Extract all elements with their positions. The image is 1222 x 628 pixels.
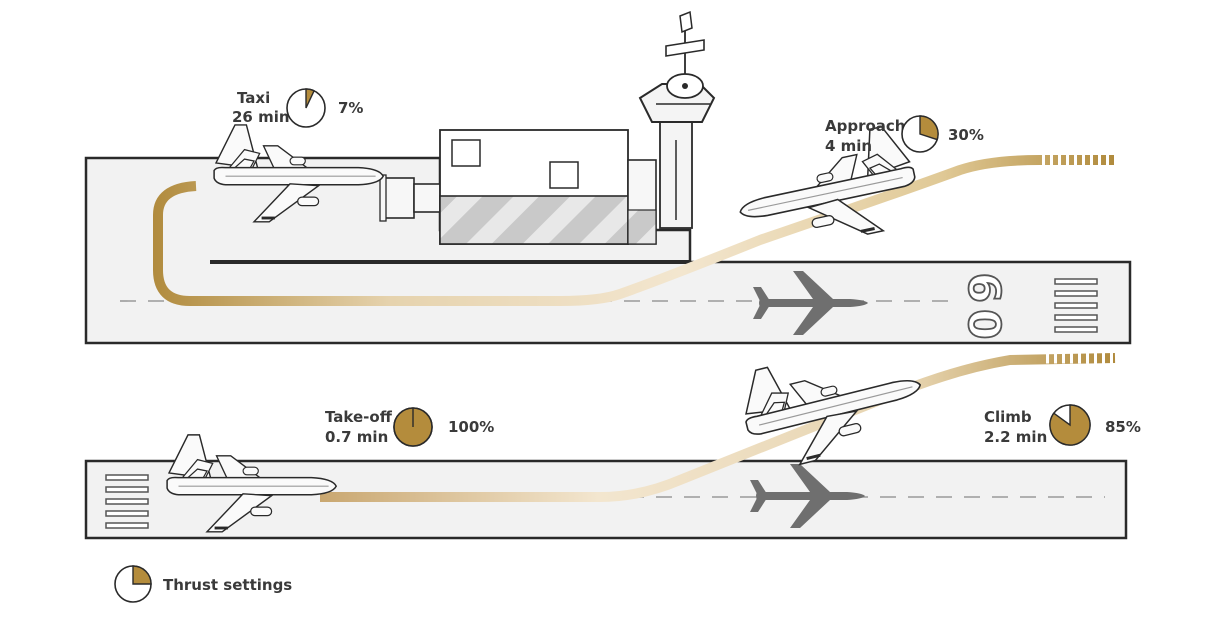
terminal-building xyxy=(379,129,657,245)
climb-duration: 2.2 min xyxy=(984,428,1047,446)
taxi-thrust: 7% xyxy=(338,99,363,117)
takeoff-thrust-pie xyxy=(393,407,433,447)
taxi-duration: 26 min xyxy=(232,108,290,126)
climb-label: Climb xyxy=(984,408,1032,426)
legend: Thrust settings xyxy=(114,565,292,603)
pie-slice xyxy=(132,565,152,585)
approach-thrust: 30% xyxy=(948,126,984,144)
approach-thrust-pie xyxy=(901,115,939,153)
takeoff-label: Take-off xyxy=(325,408,393,426)
control-tower xyxy=(638,10,716,229)
pie-slice xyxy=(305,88,316,109)
svg-text:09: 09 xyxy=(961,266,1012,339)
phase-climb: Climb 2.2 min 85% xyxy=(984,404,1141,446)
climb-aircraft xyxy=(732,330,934,477)
climb-thrust-pie xyxy=(1049,404,1091,446)
threshold-marks-bottom xyxy=(105,474,149,529)
phase-takeoff: Take-off 0.7 min 100% xyxy=(325,407,494,447)
approach-duration: 4 min xyxy=(825,137,872,155)
runway-designator: 09 xyxy=(960,265,1013,340)
pie-slice xyxy=(1049,404,1091,446)
taxi-thrust-pie xyxy=(286,88,326,128)
pie-slice xyxy=(919,115,939,141)
phase-approach: Approach 4 min 30% xyxy=(825,115,984,155)
legend-label: Thrust settings xyxy=(163,576,292,594)
climb-thrust: 85% xyxy=(1105,418,1141,436)
threshold-marks-top xyxy=(1054,278,1098,333)
takeoff-thrust: 100% xyxy=(448,418,494,436)
phase-taxi: Taxi 26 min 7% xyxy=(232,88,363,128)
taxi-label: Taxi xyxy=(237,89,270,107)
takeoff-duration: 0.7 min xyxy=(325,428,388,446)
taxi-approach-path xyxy=(153,155,1115,306)
approach-label: Approach xyxy=(825,117,905,135)
legend-pie xyxy=(114,565,152,603)
